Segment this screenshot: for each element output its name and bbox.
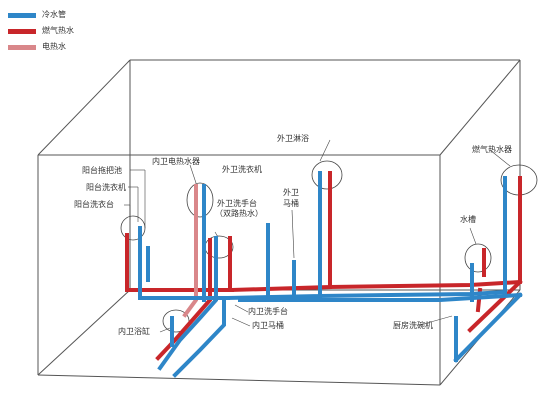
legend-swatch-gas [8, 29, 36, 34]
legend-label-gas: 燃气热水 [42, 26, 74, 35]
label-dual-heat-source: （双路热水） [215, 209, 263, 218]
label-outer-bath-washer: 外卫洗衣机 [222, 165, 262, 174]
label-inner-bath-washbasin: 内卫洗手台 [248, 307, 288, 316]
label-kitchen-dishwasher: 厨房洗碗机 [393, 321, 433, 330]
label-gas-water-heater: 燃气热水器 [472, 145, 512, 154]
label-toilet: 马桶 [283, 199, 299, 208]
legend-label-cold: 冷水管 [42, 10, 66, 19]
label-outer-bath: 外卫 [283, 188, 299, 197]
leader-lines [124, 139, 511, 333]
label-inner-bath-electric-heater: 内卫电热水器 [152, 157, 200, 166]
room-outline [37, 59, 521, 386]
label-outer-bath-washbasin: 外卫洗手台 [217, 199, 257, 208]
legend-swatch-electric [8, 45, 36, 50]
legend-swatch-cold [8, 13, 36, 18]
label-inner-bath-toilet: 内卫马桶 [252, 321, 284, 330]
legend-label-electric: 电热水 [42, 42, 66, 51]
label-outer-bath-shower: 外卫淋浴 [277, 134, 309, 143]
label-balcony-washer: 阳台洗衣机 [86, 183, 126, 192]
electric-hot-water-pipes [182, 184, 198, 318]
label-balcony-washbasin: 阳台洗衣台 [74, 200, 114, 209]
gas-hot-water-pipes [125, 171, 523, 361]
cold-water-pipes [138, 171, 523, 378]
label-inner-bathtub: 内卫浴缸 [118, 327, 150, 336]
label-balcony-mop-pool: 阳台拖把池 [82, 166, 122, 175]
label-sink: 水槽 [460, 215, 476, 224]
